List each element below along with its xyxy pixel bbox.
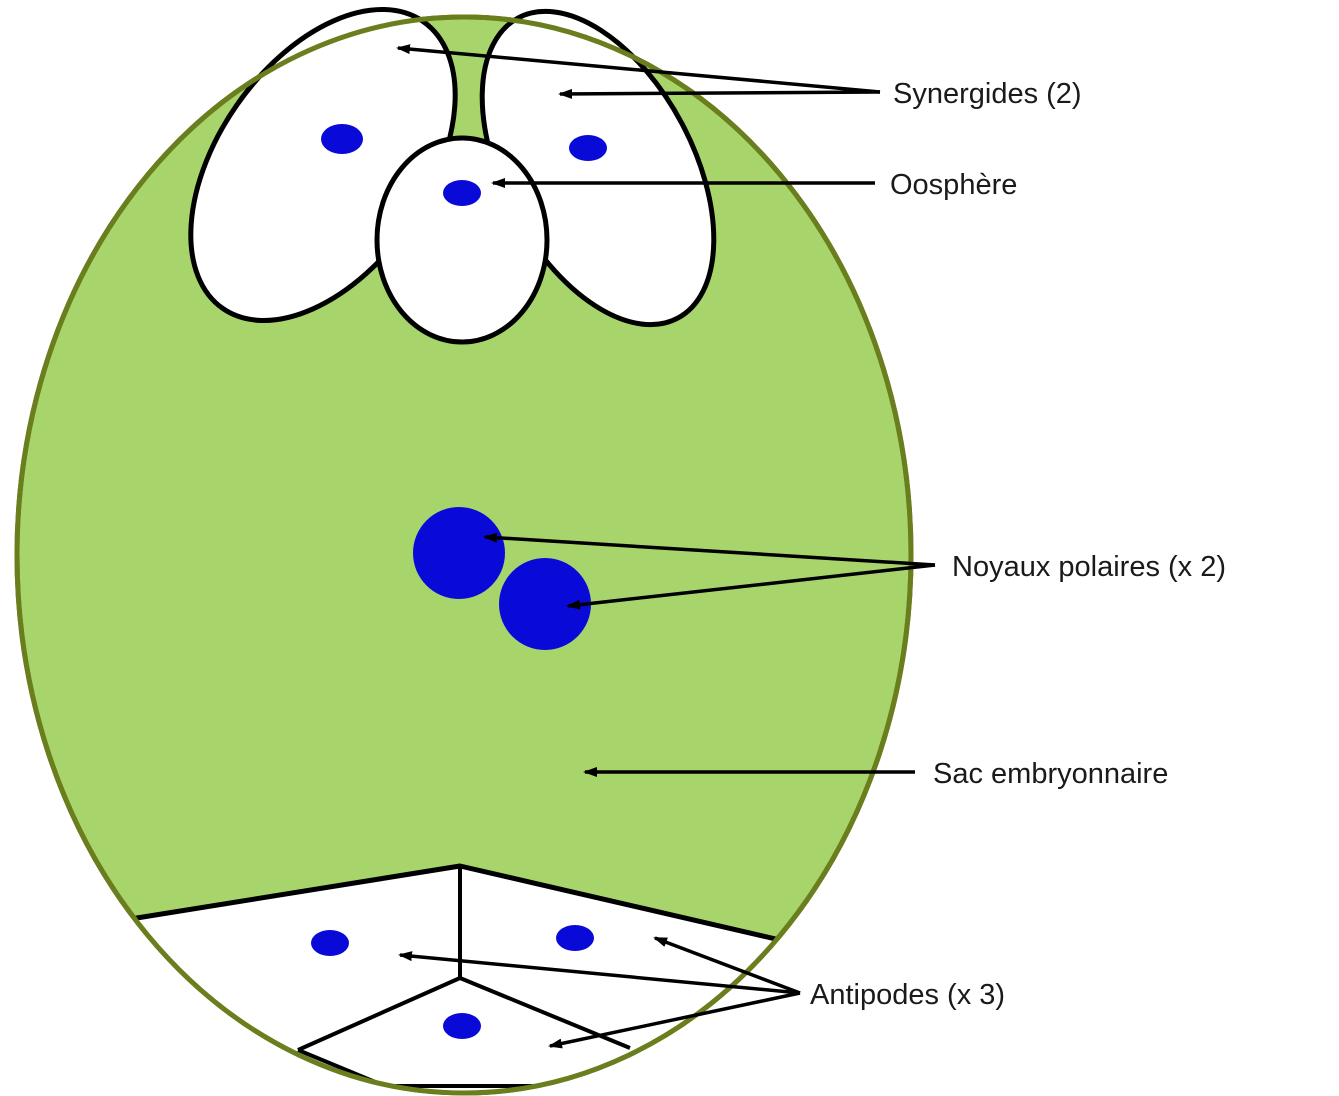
label-sac-embryonnaire: Sac embryonnaire — [933, 758, 1168, 790]
synergid-left-nucleus — [321, 124, 363, 154]
label-oosphere: Oosphère — [890, 169, 1017, 201]
synergid-right-nucleus — [569, 135, 607, 161]
egg-nucleus — [443, 180, 481, 206]
antipodal-nucleus-2 — [556, 925, 594, 951]
antipodal-nucleus-3 — [443, 1013, 481, 1039]
label-noyaux-polaires: Noyaux polaires (x 2) — [952, 551, 1226, 583]
label-synergides: Synergides (2) — [893, 78, 1082, 110]
egg-cell — [377, 138, 547, 342]
label-antipodes: Antipodes (x 3) — [810, 979, 1005, 1011]
antipodal-nucleus-1 — [311, 930, 349, 956]
synergides-pointer-2 — [560, 92, 880, 94]
polar-nucleus-1 — [413, 507, 505, 599]
